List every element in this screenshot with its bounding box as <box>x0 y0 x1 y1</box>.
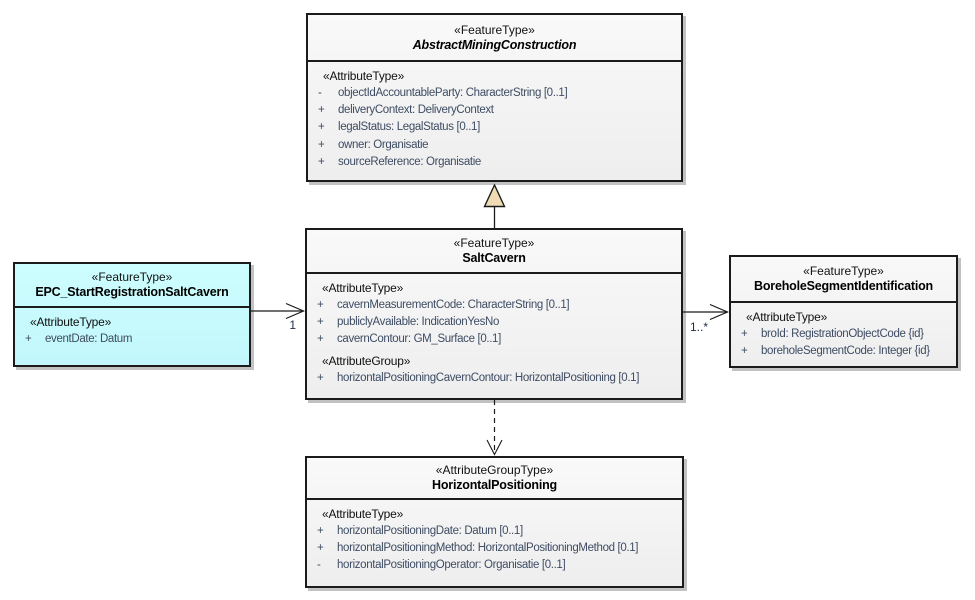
class-stereotype: «FeatureType» <box>91 270 173 284</box>
visibility-marker: - <box>317 559 321 572</box>
attribute-text: owner: Organisatie <box>338 138 429 151</box>
class-stereotype: «FeatureType» <box>453 236 535 250</box>
attribute-row[interactable]: - horizontalPositioningOperator: Organisa… <box>317 557 678 574</box>
attribute-row[interactable]: + deliveryContext: DeliveryContext <box>318 102 677 119</box>
class-name: SaltCavern <box>462 251 526 265</box>
visibility-marker: + <box>741 345 748 358</box>
attribute-text: horizontalPositioningCavernContour: Hori… <box>337 371 640 384</box>
generalization-triangle-icon <box>483 183 506 208</box>
attribute-text: sourceReference: Organisatie <box>338 155 481 168</box>
attribute-row[interactable]: + publiclyAvailable: IndicationYesNo <box>317 314 677 331</box>
visibility-marker: + <box>317 525 324 537</box>
attribute-text: broId: RegistrationObjectCode {id} <box>761 328 924 340</box>
open-arrowhead-icon <box>486 439 503 456</box>
dependency-connector[interactable] <box>486 400 503 456</box>
attribute-text: horizontalPositioningDate: Datum [0..1] <box>337 525 523 537</box>
association-epc-to-saltcavern[interactable]: 1 <box>251 302 306 333</box>
open-arrowhead-icon <box>285 302 306 320</box>
class-name: BoreholeSegmentIdentification <box>754 279 933 293</box>
visibility-marker: + <box>318 104 325 117</box>
attribute-row[interactable]: + boreholeSegmentCode: Integer {id} <box>741 343 952 360</box>
association-saltcavern-to-borehole[interactable]: 1..* <box>683 303 730 335</box>
class-borehole-segment-identification[interactable]: «FeatureType» BoreholeSegmentIdentificat… <box>729 255 958 368</box>
visibility-marker: + <box>318 121 325 134</box>
attribute-text: deliveryContext: DeliveryContext <box>338 104 494 117</box>
visibility-marker: + <box>317 371 324 384</box>
class-stereotype: «FeatureType» <box>454 22 535 37</box>
visibility-marker: + <box>25 333 32 345</box>
class-horizontal-positioning[interactable]: «AttributeGroupType» HorizontalPositioni… <box>305 456 684 588</box>
attribute-text: eventDate: Datum <box>45 333 133 345</box>
attribute-text: cavernMeasurementCode: CharacterString [… <box>337 299 570 311</box>
attribute-row[interactable]: + cavernContour: GM_Surface [0..1] <box>317 331 677 348</box>
multiplicity-label: 1 <box>289 318 296 332</box>
attribute-text: objectIdAccountableParty: CharacterStrin… <box>338 87 568 99</box>
visibility-marker: + <box>741 328 748 340</box>
class-stereotype: «FeatureType» <box>803 264 884 278</box>
attribute-compartment: «AttributeType» + horizontalPositioningDat… <box>307 500 682 575</box>
class-stereotype: «AttributeGroupType» <box>435 463 554 477</box>
class-abstract-mining-construction[interactable]: «FeatureType» AbstractMiningConstruction… <box>306 13 683 182</box>
visibility-marker: + <box>317 333 324 346</box>
attribute-text: cavernContour: GM_Surface [0..1] <box>337 333 501 346</box>
attribute-row[interactable]: + owner: Organisatie <box>318 137 677 154</box>
attribute-text: publiclyAvailable: IndicationYesNo <box>337 316 499 329</box>
attribute-row[interactable]: + sourceReference: Organisatie <box>318 154 677 171</box>
stereotype-label: «AttributeType» <box>322 507 404 521</box>
attribute-text: boreholeSegmentCode: Integer {id} <box>761 345 930 358</box>
attribute-compartment: «AttributeType» + broId: RegistrationObjec… <box>731 303 956 360</box>
attribute-compartment: «AttributeType» + eventDate: Datum <box>15 308 249 348</box>
stereotype-label: «AttributeGroup» <box>322 353 411 368</box>
open-arrowhead-icon <box>709 303 730 321</box>
visibility-marker: + <box>317 542 324 555</box>
generalization-connector[interactable] <box>483 183 506 228</box>
class-name: HorizontalPositioning <box>432 478 557 492</box>
attribute-compartment: «AttributeType» + cavernMeasurementCode: C… <box>307 274 681 387</box>
attribute-compartment: «AttributeType»- objectIdAccountableParty… <box>308 62 681 171</box>
attribute-row[interactable]: + horizontalPositioningMethod: Horizontal… <box>317 540 678 557</box>
class-salt-cavern[interactable]: «FeatureType» SaltCavern «AttributeType»… <box>305 228 683 400</box>
stereotype-label: «AttributeType» <box>30 315 112 329</box>
stereotype-label: «AttributeType» <box>323 69 405 83</box>
visibility-marker: + <box>317 299 324 311</box>
attribute-row[interactable]: + horizontalPositioningDate: Datum [0..1] <box>317 523 678 540</box>
attribute-row[interactable]: + broId: RegistrationObjectCode {id} <box>741 326 952 343</box>
class-name: EPC_StartRegistrationSaltCavern <box>35 285 229 299</box>
attribute-row[interactable]: + horizontalPositioningCavernContour: Hor… <box>317 370 677 387</box>
attribute-text: horizontalPositioningOperator: Organisat… <box>337 559 566 572</box>
stereotype-label: «AttributeType» <box>746 310 828 324</box>
attribute-text: legalStatus: LegalStatus [0..1] <box>338 121 480 134</box>
class-name: AbstractMiningConstruction <box>412 37 577 52</box>
attribute-text: horizontalPositioningMethod: HorizontalP… <box>337 542 639 555</box>
attribute-row[interactable]: + legalStatus: LegalStatus [0..1] <box>318 119 677 136</box>
class-epc-start-registration-salt-cavern[interactable]: «FeatureType» EPC_StartRegistrationSaltC… <box>13 262 251 367</box>
visibility-marker: + <box>317 316 324 329</box>
visibility-marker: + <box>318 155 325 168</box>
attribute-row[interactable]: + cavernMeasurementCode: CharacterString … <box>317 297 677 314</box>
stereotype-label: «AttributeType» <box>322 281 404 295</box>
visibility-marker: - <box>318 87 322 99</box>
multiplicity-label: 1..* <box>690 320 708 334</box>
visibility-marker: + <box>318 138 325 151</box>
attribute-row[interactable]: - objectIdAccountableParty: CharacterStri… <box>318 85 677 102</box>
attribute-row[interactable]: + eventDate: Datum <box>25 331 245 348</box>
